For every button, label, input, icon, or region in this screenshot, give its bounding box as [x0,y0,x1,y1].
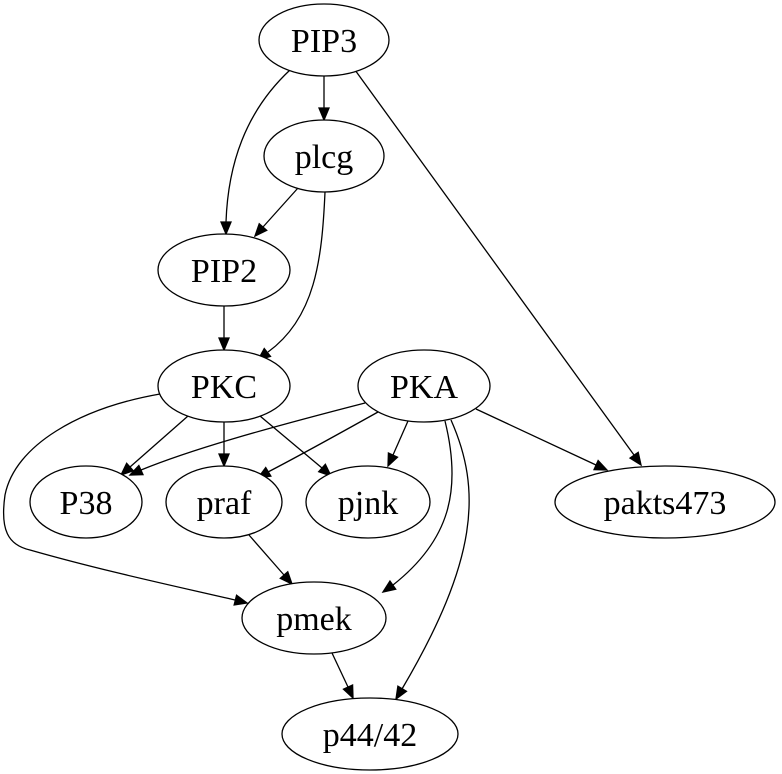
node-label: praf [197,485,252,522]
edge-pkc-to-pmek [2,393,249,606]
edge-line [225,69,291,223]
node-plcg: plcg [263,119,385,193]
node-label: plcg [295,139,354,176]
edge-line [267,191,326,353]
arrowhead-icon [218,453,230,468]
node-praf: praf [165,465,283,539]
edge-line [267,411,379,473]
node-label: pjnk [338,485,398,522]
node-label: pakts473 [604,485,727,522]
node-ellipse [357,349,491,423]
node-ellipse [157,349,291,423]
edge-pkc-to-p38 [119,415,189,477]
node-label: PKC [191,369,257,406]
node-label: p44/42 [323,717,417,754]
node-label: PIP2 [191,253,257,290]
node-ellipse [281,697,459,771]
node-ellipse [258,3,390,77]
arrowhead-icon [342,684,354,700]
node-label: PIP3 [291,23,357,60]
edge-pip3-to-pip2 [220,69,291,236]
arrowhead-icon [119,462,135,477]
node-pip3: PIP3 [258,3,390,77]
edge-pip3-to-plcg [318,76,330,122]
edge-line [248,534,285,576]
edge-plcg-to-pip2 [253,187,299,238]
node-pmek: pmek [241,581,387,655]
edge-pka-to-p44_42 [395,419,470,701]
edge-line [259,415,323,469]
node-label: P38 [60,485,113,522]
edge-line [354,69,635,456]
edge-line [331,652,349,688]
edge-line [2,393,236,601]
arrowhead-icon [318,107,330,122]
arrowhead-icon [253,222,268,238]
node-pkc: PKC [157,349,291,423]
edge-line [392,420,409,456]
edge-pkc-to-praf [218,422,230,468]
node-ellipse [241,581,387,655]
arrowhead-icon [317,463,333,478]
node-ellipse [29,465,143,539]
node-pip2: PIP2 [157,233,291,307]
arrowhead-icon [220,221,232,236]
node-pka: PKA [357,349,491,423]
arrowhead-icon [233,594,249,606]
edge-pka-to-pmek [381,420,453,593]
edge-line [401,419,470,690]
node-ellipse [305,465,431,539]
arrowhead-icon [395,685,408,701]
edge-pka-to-p38 [128,402,366,476]
arrowhead-icon [218,337,230,352]
node-p38: P38 [29,465,143,539]
edge-line [129,415,189,468]
edge-pmek-to-p44_42 [331,652,354,700]
arrowhead-icon [628,451,642,467]
edge-pip2-to-pkc [218,306,230,352]
edge-line [475,408,597,466]
node-ellipse [554,465,776,539]
arrowhead-icon [128,464,144,476]
arrowhead-icon [593,459,609,471]
edge-pka-to-pjnk [387,420,409,468]
node-pakts473: pakts473 [554,465,776,539]
edge-line [140,402,366,471]
node-label: PKA [390,369,458,406]
node-pjnk: pjnk [305,465,431,539]
node-label: pmek [276,601,352,638]
edge-pip3-to-pakts473 [354,69,642,467]
edge-line [262,187,299,228]
edge-pkc-to-pjnk [259,415,333,478]
node-ellipse [157,233,291,307]
edge-line [392,420,453,586]
node-ellipse [263,119,385,193]
arrowhead-icon [387,452,399,468]
arrowhead-icon [381,579,397,593]
edge-pka-to-pakts473 [475,408,609,471]
node-p44-42: p44/42 [281,697,459,771]
edge-praf-to-pmek [248,534,294,586]
node-ellipse [165,465,283,539]
arrowhead-icon [279,570,294,586]
edges-layer [2,69,642,701]
